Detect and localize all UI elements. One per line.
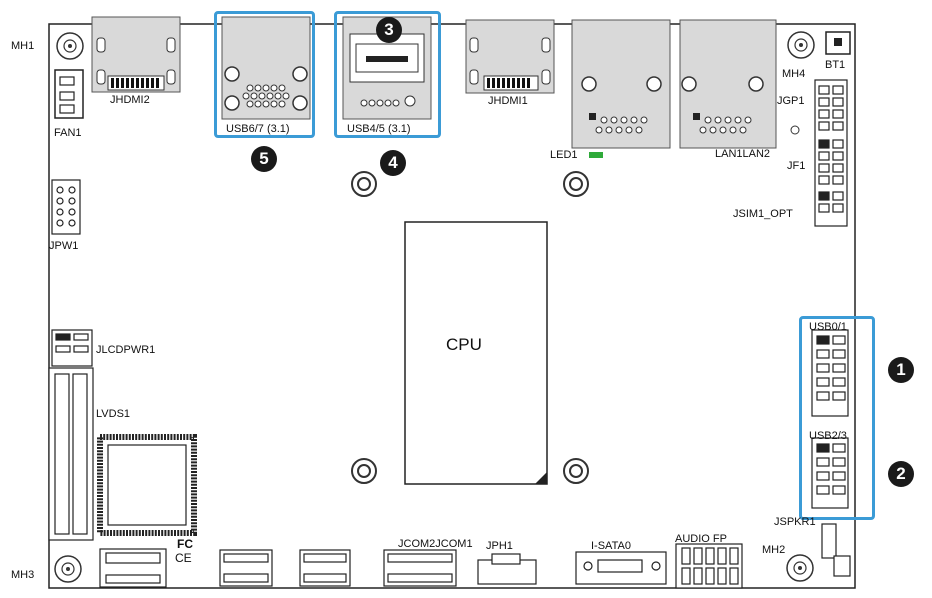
label-mh3: MH3 xyxy=(11,569,35,581)
label-jgp1: JGP1 xyxy=(777,95,805,107)
mounting-hole-mh2 xyxy=(786,554,814,582)
jph1-connector xyxy=(477,553,537,585)
jcom-connector xyxy=(383,549,457,587)
label-usb45: USB4/5 (3.1) xyxy=(347,123,411,135)
bottom-connector-1 xyxy=(99,548,167,588)
label-bt1: BT1 xyxy=(825,59,846,71)
right-header-block xyxy=(814,79,848,227)
mounting-hole-mh1 xyxy=(56,32,84,60)
jhdmi1-port xyxy=(465,19,555,94)
lan2-port xyxy=(679,19,777,149)
label-mh1: MH1 xyxy=(11,40,35,52)
label-jlcdpwr1: JLCDPWR1 xyxy=(96,344,156,356)
lvds1-connector xyxy=(48,367,94,541)
highlight-usb45 xyxy=(334,11,441,138)
standoffs xyxy=(351,171,589,484)
lan1-port xyxy=(571,19,671,149)
label-jspkr1: JSPKR1 xyxy=(774,516,816,528)
isata0-connector xyxy=(575,551,667,585)
label-jhdmi1: JHDMI1 xyxy=(488,95,528,107)
label-jsim1: JSIM1_OPT xyxy=(733,208,793,220)
label-jpw1: JPW1 xyxy=(49,240,79,252)
label-fan1: FAN1 xyxy=(54,127,82,139)
callout-5: 5 xyxy=(251,146,277,172)
mounting-hole-mh4 xyxy=(787,31,815,59)
jspkr1-header xyxy=(821,523,851,577)
label-lan: LAN1LAN2 xyxy=(715,148,771,160)
label-mh4: MH4 xyxy=(782,68,806,80)
label-led1: LED1 xyxy=(550,149,578,161)
callout-4: 4 xyxy=(380,150,406,176)
label-audio: AUDIO FP xyxy=(675,533,727,545)
bottom-connector-3 xyxy=(299,549,351,587)
label-usb67: USB6/7 (3.1) xyxy=(226,123,290,135)
label-fc: FC xyxy=(177,537,193,551)
label-ce: CE xyxy=(175,551,192,565)
jpw1-header xyxy=(51,179,81,235)
callout-2: 2 xyxy=(888,461,914,487)
usb67-port xyxy=(221,16,311,120)
label-jf1: JF1 xyxy=(787,160,806,172)
callout-1: 1 xyxy=(888,357,914,383)
usb23-header xyxy=(811,437,849,509)
battery-bt1 xyxy=(825,31,851,55)
fan1-header xyxy=(54,69,84,119)
jgp1-marker xyxy=(790,125,800,135)
label-lvds1: LVDS1 xyxy=(96,408,131,420)
callout-3: 3 xyxy=(376,17,402,43)
label-usb01: USB0/1 xyxy=(809,321,847,333)
label-jph1: JPH1 xyxy=(486,540,513,552)
mounting-hole-mh3 xyxy=(54,555,82,583)
led1-indicator xyxy=(589,152,603,158)
usb01-header xyxy=(811,329,849,417)
label-jcom: JCOM2JCOM1 xyxy=(398,538,473,550)
label-usb23: USB2/3 xyxy=(809,430,847,442)
audio-fp-header xyxy=(675,543,743,589)
jlcdpwr1-header xyxy=(51,329,93,379)
label-jhdmi2: JHDMI2 xyxy=(110,94,150,106)
controller-chip xyxy=(97,434,197,536)
cpu-package xyxy=(404,221,548,485)
bottom-connector-2 xyxy=(219,549,273,587)
label-isata0: I-SATA0 xyxy=(591,540,631,552)
highlight-usb-headers xyxy=(799,316,875,520)
highlight-usb67 xyxy=(214,11,315,138)
jhdmi2-port xyxy=(91,16,181,93)
label-cpu: CPU xyxy=(446,335,482,354)
label-mh2: MH2 xyxy=(762,544,786,556)
